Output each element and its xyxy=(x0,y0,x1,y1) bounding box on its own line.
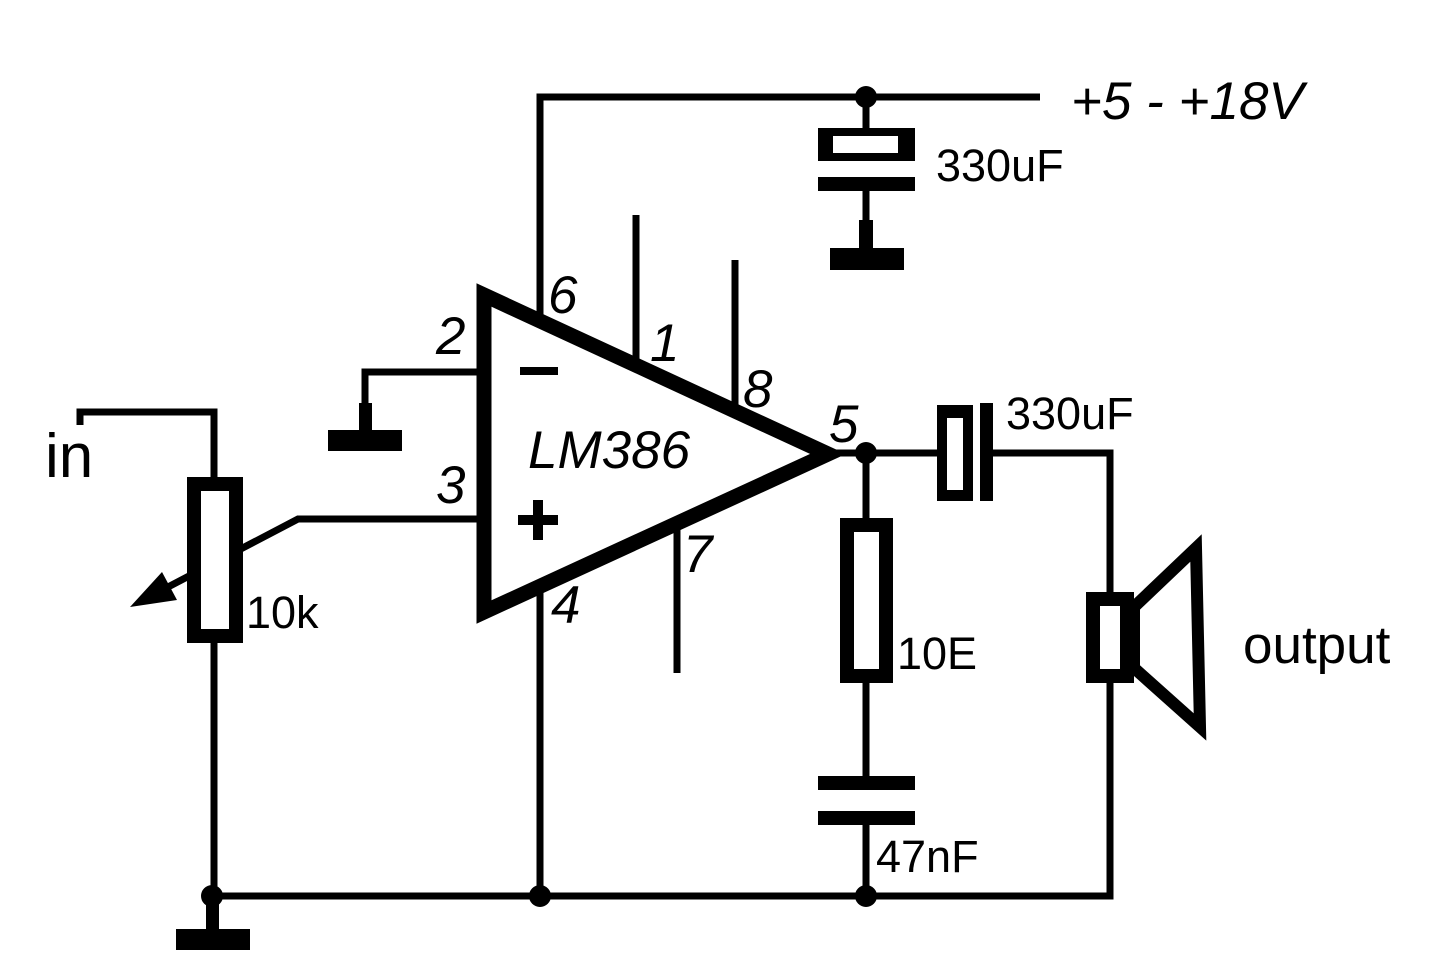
pin3-label: 3 xyxy=(436,456,466,515)
supply-junction-dot xyxy=(855,86,877,108)
output-cap-value-label: 330uF xyxy=(1006,388,1134,439)
pin6-supply-rail-wire xyxy=(536,93,1040,323)
input-label: in xyxy=(45,422,93,491)
supply-bypass-capacitor: 330uF xyxy=(818,128,1064,191)
output-coupling-capacitor: 330uF xyxy=(937,388,1134,501)
pin1-label: 1 xyxy=(650,314,679,373)
supply-cap-ground-symbol xyxy=(830,220,904,270)
capacitor-bottom-plate xyxy=(818,811,915,825)
capacitor-top-plate xyxy=(818,776,915,790)
supply-cap-value-label: 330uF xyxy=(936,140,1064,191)
capacitor-plate-hollow xyxy=(833,136,898,153)
zobel-resistor: 10E xyxy=(840,518,977,683)
speaker-cone xyxy=(1128,534,1207,741)
zobel-cap-value-label: 47nF xyxy=(876,831,979,882)
ground-bus-wire xyxy=(212,678,1114,900)
speaker-driver-body xyxy=(1086,592,1134,683)
ground-stub xyxy=(206,903,219,931)
wiper-arrowhead xyxy=(130,572,177,607)
resistor-body xyxy=(840,518,893,683)
pin2-wire xyxy=(361,368,478,405)
ground-bar xyxy=(176,929,250,950)
pin5-junction-dot xyxy=(855,442,877,464)
junction-dots xyxy=(201,86,877,907)
ic-name-label: LM386 xyxy=(528,421,691,480)
output-cap-to-speaker-wire xyxy=(993,449,1114,594)
speaker: output xyxy=(1086,534,1391,741)
lm386-ic: LM386 2 6 3 1 8 5 4 7 xyxy=(435,266,859,635)
potentiometer-value-label: 10k xyxy=(246,587,319,638)
pin4-label: 4 xyxy=(551,576,580,635)
pin2-label: 2 xyxy=(435,307,465,366)
pin8-label: 8 xyxy=(743,360,773,419)
capacitor-plate-hollow xyxy=(947,418,963,490)
pin6-label: 6 xyxy=(548,266,578,325)
pin5-label: 5 xyxy=(829,395,859,454)
zobel-resistor-value-label: 10E xyxy=(897,628,977,679)
capacitor-negative-plate xyxy=(980,403,993,501)
ground-stub xyxy=(359,403,372,432)
ground-stub xyxy=(859,220,873,250)
main-ground-symbol xyxy=(176,903,250,950)
ground-bar xyxy=(328,430,402,451)
ground-bar xyxy=(830,248,904,270)
pot-ground-junction-dot xyxy=(201,885,223,907)
zobel-ground-junction-dot xyxy=(855,885,877,907)
pin7-label: 7 xyxy=(683,525,715,584)
volume-potentiometer: 10k xyxy=(130,477,319,643)
zobel-capacitor: 47nF xyxy=(818,776,979,882)
opamp-triangle xyxy=(476,283,846,624)
potentiometer-body xyxy=(187,477,243,643)
supply-voltage-label: +5 - +18V xyxy=(1071,72,1308,131)
capacitor-negative-plate xyxy=(818,177,915,191)
input-wire xyxy=(76,408,218,478)
pin4-ground-junction-dot xyxy=(529,885,551,907)
output-label: output xyxy=(1243,616,1391,675)
pin2-ground-symbol xyxy=(328,403,402,451)
